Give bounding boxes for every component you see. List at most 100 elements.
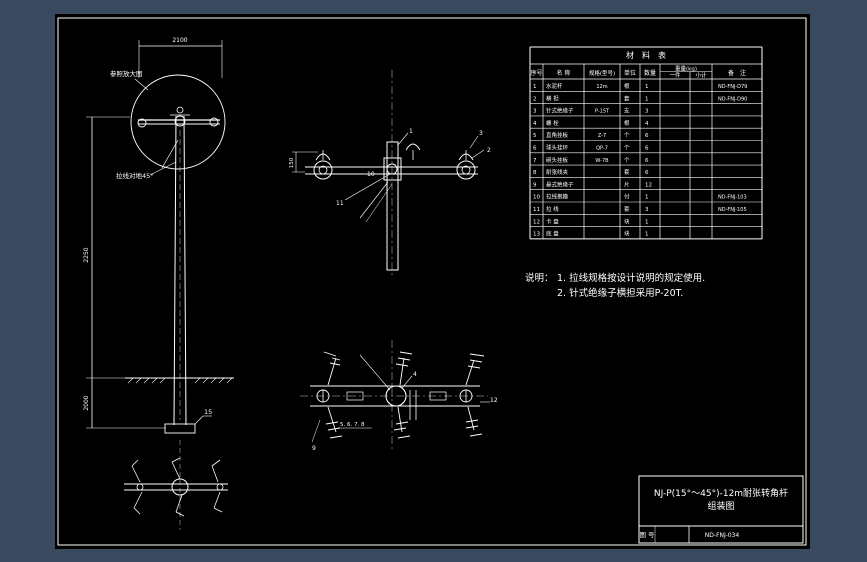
table-title: 材 料 表 xyxy=(626,50,666,60)
header-name: 名 称 xyxy=(557,69,571,77)
row-no: 11 xyxy=(533,207,540,213)
row-name: 横 担 xyxy=(546,94,559,102)
row-qty: 1 xyxy=(645,219,649,225)
header-spec: 规格(型号) xyxy=(589,69,615,77)
callout-2: 2 xyxy=(487,147,491,154)
header-weight-total: 小计 xyxy=(695,71,707,79)
row-qty: 1 xyxy=(645,84,649,90)
notes-prefix: 说明： xyxy=(525,273,554,284)
row-spec: Z-7 xyxy=(598,133,606,139)
row-qty: 1 xyxy=(645,195,649,201)
row-unit: 根 xyxy=(624,82,630,90)
row-no: 9 xyxy=(533,182,537,188)
dim-2000: 2000 xyxy=(83,395,90,410)
header-no: 序号 xyxy=(530,69,542,77)
row-qty: 1 xyxy=(645,96,649,102)
row-spec: 12m xyxy=(596,84,607,90)
row-unit: 块 xyxy=(624,217,630,225)
row-name: 直角挂板 xyxy=(546,131,569,139)
row-spec: QP-7 xyxy=(596,146,608,152)
row-no: 3 xyxy=(533,109,537,115)
dim-150: 150 xyxy=(289,157,295,168)
row-qty: 6 xyxy=(645,158,649,164)
row-qty: 6 xyxy=(645,133,649,139)
row-no: 8 xyxy=(533,170,537,176)
row-no: 7 xyxy=(533,158,537,164)
row-name: 针式绝缘子 xyxy=(546,107,574,115)
header-qty: 数量 xyxy=(644,69,656,77)
drawing-border xyxy=(57,17,807,546)
callout-3: 3 xyxy=(479,130,483,137)
row-qty: 3 xyxy=(645,109,649,115)
row-unit: 套 xyxy=(624,205,630,213)
row-unit: 套 xyxy=(624,168,630,176)
callout-4: 4 xyxy=(413,371,417,378)
title-block: NJ-P(15°～45°)-12m耐张转角杆 组装图 图 号 ND-FNJ-03… xyxy=(638,475,804,544)
row-spec: W-7B xyxy=(595,158,609,164)
row-qty: 6 xyxy=(645,146,649,152)
part-15: 15 xyxy=(204,408,212,416)
row-unit: 套 xyxy=(624,94,630,102)
note-line-1: 1. 拉线规格按设计说明的规定使用. xyxy=(557,273,706,284)
label-guy-nos: 5. 6. 7. 8 xyxy=(340,422,365,428)
row-qty: 1 xyxy=(645,232,649,238)
row-no: 1 xyxy=(533,84,537,90)
header-weight-single: 一件 xyxy=(669,71,681,79)
row-name: 耐张线夹 xyxy=(546,168,569,176)
drawing-sheet xyxy=(55,14,810,549)
row-name: 拉线抱箍 xyxy=(546,193,569,201)
row-name: 球头挂环 xyxy=(546,144,569,152)
row-spec: P-15T xyxy=(595,109,610,115)
row-name: 卡 盘 xyxy=(546,217,559,225)
row-unit: 片 xyxy=(624,180,630,188)
row-name: 螺 栓 xyxy=(546,119,559,127)
row-no: 2 xyxy=(533,96,537,102)
row-unit: 个 xyxy=(624,132,630,139)
row-name: 碗头挂板 xyxy=(546,156,569,164)
header-weight: 重量(kg) xyxy=(675,65,697,73)
drawing-no: ND-FNJ-034 xyxy=(705,532,740,539)
callout-12: 12 xyxy=(490,397,498,404)
row-no: 13 xyxy=(533,232,540,238)
title-line-1: NJ-P(15°～45°)-12m耐张转角杆 xyxy=(654,487,788,499)
dim-top-2100: 2100 xyxy=(172,37,187,44)
callout-1: 1 xyxy=(409,128,413,135)
note-line-2: 2. 针式绝缘子横担采用P-20T. xyxy=(557,288,684,299)
row-no: 4 xyxy=(533,121,537,127)
label-guy-45: 拉线对地45° xyxy=(116,171,154,180)
title-line-2: 组装图 xyxy=(707,500,734,512)
header-remark: 备 注 xyxy=(728,69,746,77)
row-unit: 根 xyxy=(624,119,630,127)
row-no: 6 xyxy=(533,146,537,152)
label-enlarge: 参照放大图 xyxy=(110,69,143,78)
side-view: 150 1 2 3 10 11 xyxy=(289,70,491,275)
drawing-no-label: 图 号 xyxy=(639,531,655,539)
row-qty: 6 xyxy=(645,170,649,176)
dim-2250: 2250 xyxy=(83,247,90,262)
row-no: 12 xyxy=(533,219,540,225)
material-table: 材 料 表序号 名 称 规格(型号) 单位数量 重量(kg)一件 小计 备 注 1 水泥杆 12m… xyxy=(529,46,763,240)
row-qty: 4 xyxy=(645,121,649,127)
row-unit: 个 xyxy=(624,157,630,164)
row-unit: 块 xyxy=(624,230,630,238)
row-unit: 支 xyxy=(624,107,630,115)
row-name: 水泥杆 xyxy=(546,82,563,90)
header-unit: 单位 xyxy=(624,69,636,77)
row-qty: 12 xyxy=(645,182,652,188)
row-name: 底 盘 xyxy=(546,230,559,238)
elevation-view: 2100 参照放大图 拉线对地45° 2250 2000 xyxy=(83,37,234,530)
row-no: 10 xyxy=(533,195,540,201)
row-remark: ND-FNJ-103 xyxy=(718,195,747,201)
row-qty: 3 xyxy=(645,207,649,213)
row-name: 悬式绝缘子 xyxy=(546,180,574,188)
row-remark: ND-FNJ-105 xyxy=(718,207,747,213)
row-name: 拉 线 xyxy=(546,205,559,213)
row-no: 5 xyxy=(533,133,537,139)
row-remark: ND-FNJ-D79 xyxy=(718,84,747,90)
callout-9: 9 xyxy=(312,445,316,452)
callout-10: 10 xyxy=(367,171,375,178)
callout-11: 11 xyxy=(336,200,344,207)
row-remark: ND-FNJ-D90 xyxy=(718,96,747,102)
row-unit: 付 xyxy=(624,193,630,201)
